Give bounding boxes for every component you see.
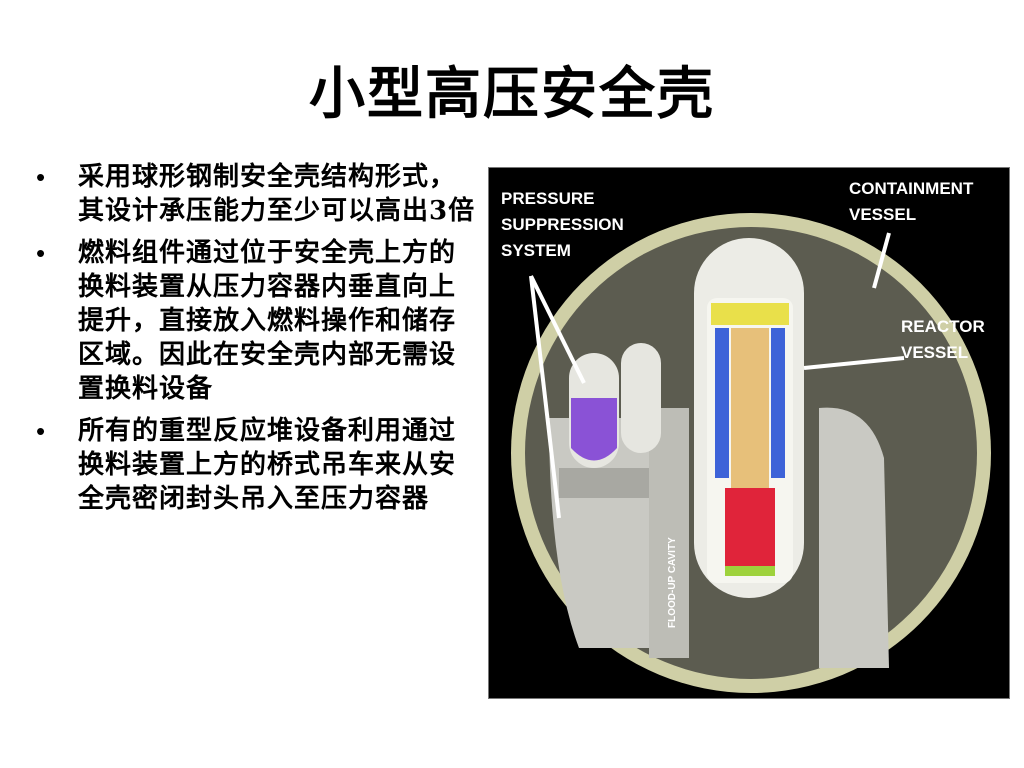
core-base [725,566,775,576]
label-reactor-line1: REACTOR [901,317,985,336]
containment-diagram: PRESSURE SUPPRESSION SYSTEM CONTAINMENT … [488,167,1010,699]
bullet-item: • 所有的重型反应堆设备利用通过换料装置上方的桥式吊车来从安全壳密闭封头吊入至压… [32,414,482,516]
bullet-dot: • [36,162,47,192]
suppression-tank-back [621,343,661,453]
reactor-head [711,303,789,325]
label-pressure-line3: SYSTEM [501,241,571,260]
containment-illustration: PRESSURE SUPPRESSION SYSTEM CONTAINMENT … [501,179,991,693]
label-pressure-line1: PRESSURE [501,189,595,208]
label-containment-line1: CONTAINMENT [849,179,974,198]
bullet-dot: • [36,238,47,268]
arrow-to-pool [529,275,561,519]
reactor-core [725,488,775,568]
label-containment-line2: VESSEL [849,205,916,224]
flood-up-cavity-wall [649,408,689,658]
arrow-to-containment [872,232,891,289]
label-floodup-cavity: FLOOD-UP CAVITY [667,537,678,628]
label-reactor-line2: VESSEL [901,343,968,362]
steam-generator-left [715,328,729,478]
steam-generator-right [771,328,785,478]
bullet-dot: • [36,416,47,446]
bullet-item: • 燃料组件通过位于安全壳上方的换料装置从压力容器内垂直向上提升，直接放入燃料操… [32,236,482,406]
concrete-ledge [559,468,669,498]
bullet-list: • 采用球形钢制安全壳结构形式，其设计承压能力至少可以高出3倍 • 燃料组件通过… [32,160,482,524]
bullet-text: 采用球形钢制安全壳结构形式，其设计承压能力至少可以高出3倍 [78,162,476,226]
arrow-to-tank [529,275,586,384]
label-pressure-line2: SUPPRESSION [501,215,624,234]
right-concrete-structure [819,407,889,668]
bullet-text: 燃料组件通过位于安全壳上方的换料装置从压力容器内垂直向上提升，直接放入燃料操作和… [78,238,457,404]
fuel-rods [731,328,769,498]
slide-title: 小型高压安全壳 [309,61,715,127]
arrow-to-reactor [803,356,905,370]
bullet-text: 所有的重型反应堆设备利用通过换料装置上方的桥式吊车来从安全壳密闭封头吊入至压力容… [78,416,457,514]
suppression-pool-liquid [571,398,617,461]
bullet-item: • 采用球形钢制安全壳结构形式，其设计承压能力至少可以高出3倍 [32,160,482,228]
